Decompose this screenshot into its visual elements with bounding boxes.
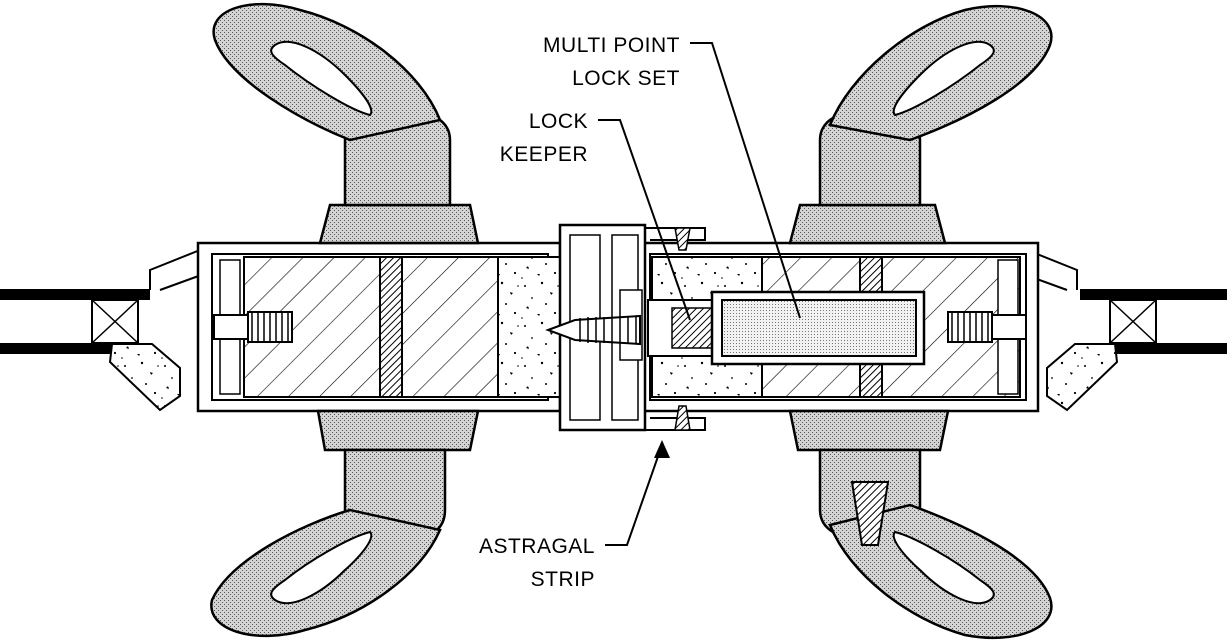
lock-keeper: [647, 299, 721, 357]
keeper-label-line1: LOCK: [529, 110, 588, 133]
lower-left-handle: [210, 409, 480, 638]
astragal-label-line2: STRIP: [531, 568, 595, 591]
upper-right-handle: [788, 4, 1053, 245]
right-screw: [947, 311, 1027, 343]
keeper-screw: [545, 314, 641, 346]
right-glass-pane: [1080, 289, 1227, 354]
lower-right-handle: [788, 409, 1053, 640]
astragal-label-line1: ASTRAGAL: [479, 535, 595, 558]
lockset-label-line1: MULTI POINT: [543, 34, 680, 57]
left-glass-pane: [0, 289, 150, 354]
astragal-strip: [674, 227, 691, 431]
lockset-leader: [690, 42, 801, 319]
multi-point-lock-body: [710, 290, 926, 366]
astragal-leader: [605, 440, 670, 546]
keeper-label-line2: KEEPER: [500, 143, 588, 166]
keeper-leader: [598, 119, 691, 321]
lockset-label-line2: LOCK SET: [572, 67, 680, 90]
upper-left-handle: [212, 2, 480, 245]
left-screw: [213, 311, 293, 343]
